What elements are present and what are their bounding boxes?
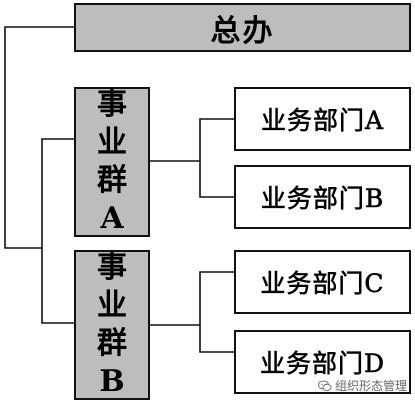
group-a-line-2: 业 <box>97 125 127 160</box>
department-a-label: 业务部门A <box>260 106 385 136</box>
group-a-line-1: 事 <box>97 87 127 122</box>
department-d-node: 业务部门D <box>234 330 411 394</box>
group-b-line-2: 业 <box>97 288 127 323</box>
watermark: 组织形态管理 <box>317 377 407 394</box>
watermark-text: 组织形态管理 <box>334 379 407 393</box>
groups-bracket <box>41 138 74 324</box>
department-b-label: 业务部门B <box>260 184 385 214</box>
department-d-label: 业务部门D <box>259 349 386 379</box>
headquarters-label: 总办 <box>210 13 275 49</box>
department-a-node: 业务部门A <box>234 87 411 151</box>
group-b-line-4: B <box>99 364 125 399</box>
wechat-icon <box>317 380 332 391</box>
department-c-node: 业务部门C <box>234 250 411 314</box>
group-a-bracket <box>199 118 234 198</box>
group-b-line-1: 事 <box>97 250 127 285</box>
group-a-line-4: A <box>100 201 124 236</box>
root-connector <box>4 26 74 249</box>
department-b-node: 业务部门B <box>234 165 411 229</box>
business-group-a-node: 事 业 群 A <box>74 87 150 237</box>
group-b-bracket <box>199 271 234 353</box>
business-group-b-node: 事 业 群 B <box>74 250 150 400</box>
group-b-line-3: 群 <box>97 326 127 361</box>
group-a-line-3: 群 <box>97 163 127 198</box>
department-c-label: 业务部门C <box>260 269 385 299</box>
headquarters-node: 总办 <box>74 3 411 52</box>
